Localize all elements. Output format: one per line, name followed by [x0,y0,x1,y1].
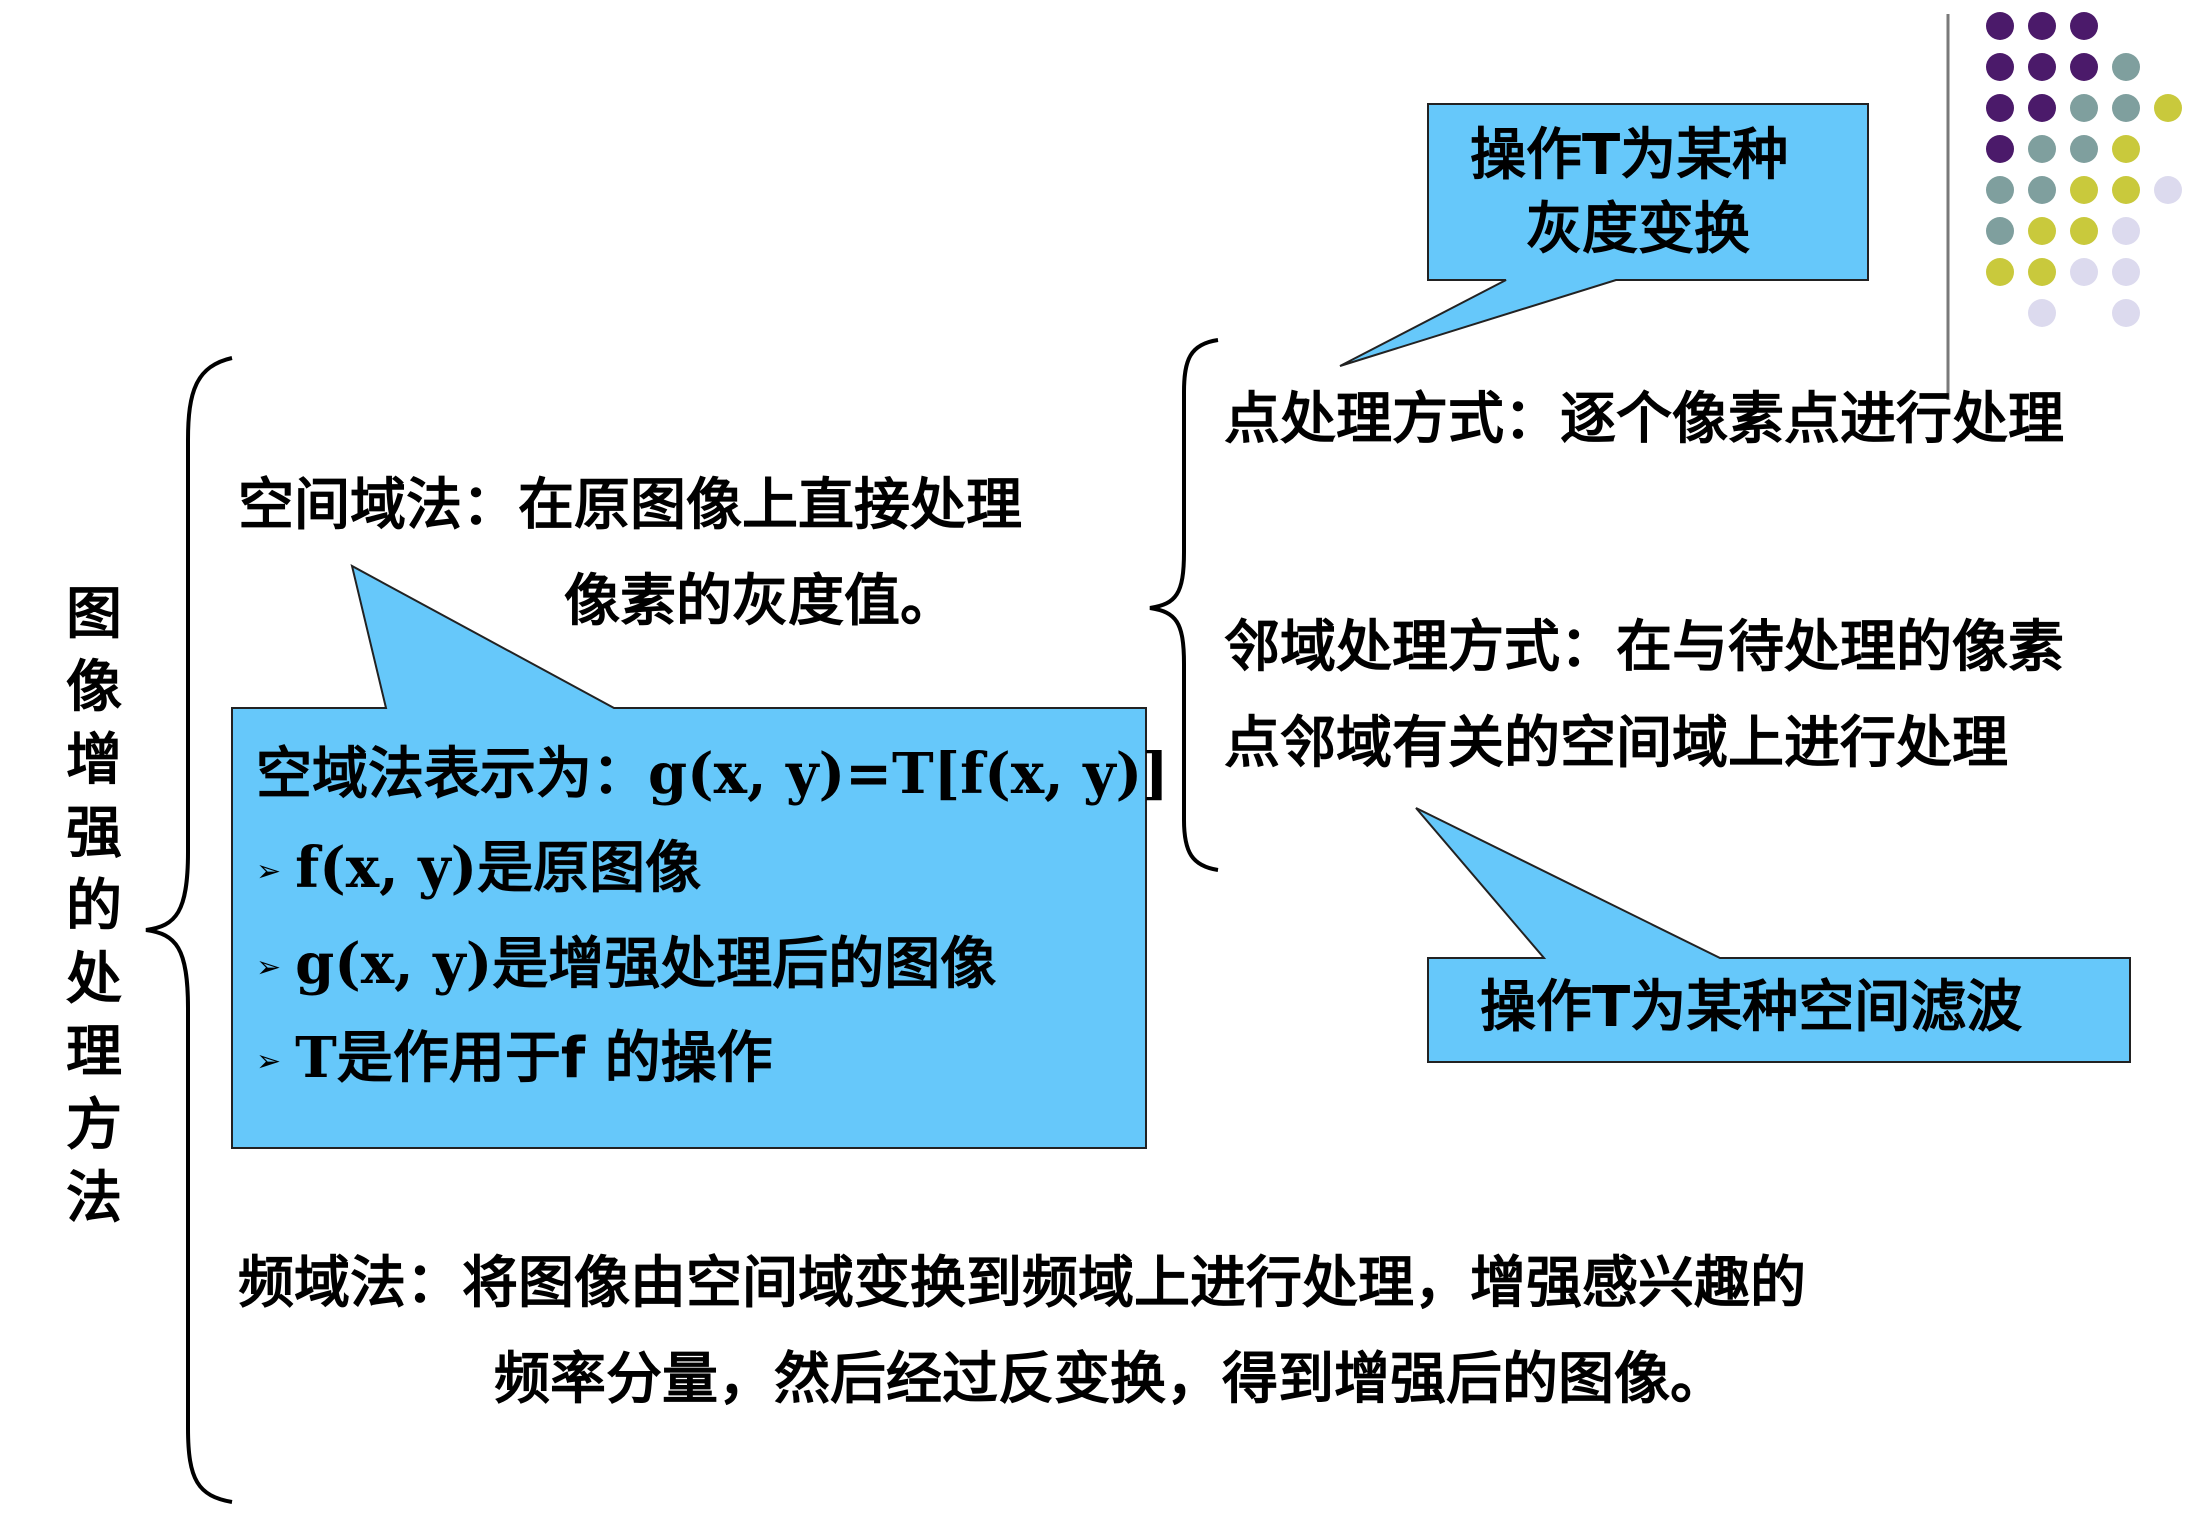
root-label-char: 图 [66,582,122,647]
decorative-dot [2154,94,2182,122]
spatial-method-line2: 像素的灰度值。 [564,569,956,634]
decorative-dot [2070,53,2098,81]
decorative-dot [2070,12,2098,40]
decorative-dot [1986,53,2014,81]
bullet-2-text: 是增强处理后的图像 [492,932,997,997]
root-label-char: 方 [66,1093,122,1158]
root-label-char: 强 [66,801,122,866]
root-label-char: 增 [66,728,122,793]
decorative-dot [2028,217,2056,245]
bullet-2-formula: g(x, y) [295,931,493,997]
bullet-arrow-icon: ➢ [256,853,282,889]
decorative-dot [2028,53,2056,81]
neighborhood-processing-line2: 点邻域有关的空间域上进行处理 [1224,711,2008,776]
main-brace [145,356,233,1504]
decorative-dot [2028,135,2056,163]
bullet-1-formula: f(x, y) [295,835,478,901]
decorative-dot [2070,94,2098,122]
decorative-dot [2112,299,2140,327]
formula-bullet-1: ➢f(x, y)是原图像 [256,840,701,897]
bullet-arrow-icon: ➢ [256,949,282,985]
spatial-method-line1: 空间域法：在原图像上直接处理 [238,473,1022,538]
decorative-dot [1986,258,2014,286]
neighborhood-processing-line1: 邻域处理方式：在与待处理的像素 [1224,615,2064,680]
decorative-dot [2112,217,2140,245]
root-label-vertical: 图像增强的处理方法 [62,578,126,1235]
decorative-dot [2154,176,2182,204]
root-label-char: 的 [66,874,122,939]
formula-bullet-2: ➢g(x, y)是增强处理后的图像 [256,936,996,993]
decorative-dot [2112,94,2140,122]
root-label-char: 处 [66,947,122,1012]
decorative-dot [2112,53,2140,81]
decorative-dot [1986,176,2014,204]
bullet-3-text: 是作用于f 的操作 [336,1026,773,1091]
spatial-brace [1149,338,1219,872]
formula-heading-expression: g(x, y)=T[f(x, y)] [648,741,1169,807]
decorative-dot [2028,176,2056,204]
point-processing-text: 点处理方式：逐个像素点进行处理 [1224,387,2064,452]
decorative-dot [2070,135,2098,163]
formula-bullet-3: ➢T是作用于f 的操作 [256,1030,773,1087]
callout-filter-text: 操作T为某种空间滤波 [1480,975,2023,1040]
decorative-dot [2070,217,2098,245]
decorative-dot [2028,299,2056,327]
callout-filter-shape [1415,807,2131,1063]
callout-formula-shape [231,564,1147,1149]
formula-heading-label: 空域法表示为： [256,742,648,807]
decorative-dot [2070,176,2098,204]
root-label-char: 法 [66,1166,122,1231]
decorative-dot [2112,258,2140,286]
formula-heading: 空域法表示为：g(x, y)=T[f(x, y)] [256,746,1169,803]
root-label-char: 理 [66,1020,122,1085]
callout-gray-line1: 操作T为某种 [1470,123,1789,188]
decorative-dot [2028,94,2056,122]
decorative-dot [1986,217,2014,245]
decorative-dot [2112,135,2140,163]
decorative-dot [2070,258,2098,286]
decorative-dot [2028,12,2056,40]
bullet-1-text: 是原图像 [477,836,702,901]
bullet-3-formula: T [295,1025,337,1091]
bullet-arrow-icon: ➢ [256,1043,282,1079]
root-label-char: 像 [66,655,122,720]
frequency-method-line2: 频率分量，然后经过反变换，得到增强后的图像。 [494,1347,1726,1412]
decorative-dot [2112,176,2140,204]
callout-gray-line2: 灰度变换 [1526,197,1750,262]
decorative-dot [1986,94,2014,122]
decorative-dot [1986,135,2014,163]
frequency-method-line1: 频域法：将图像由空间域变换到频域上进行处理，增强感兴趣的 [238,1251,1806,1316]
decorative-dot [2028,258,2056,286]
decorative-dot [1986,12,2014,40]
